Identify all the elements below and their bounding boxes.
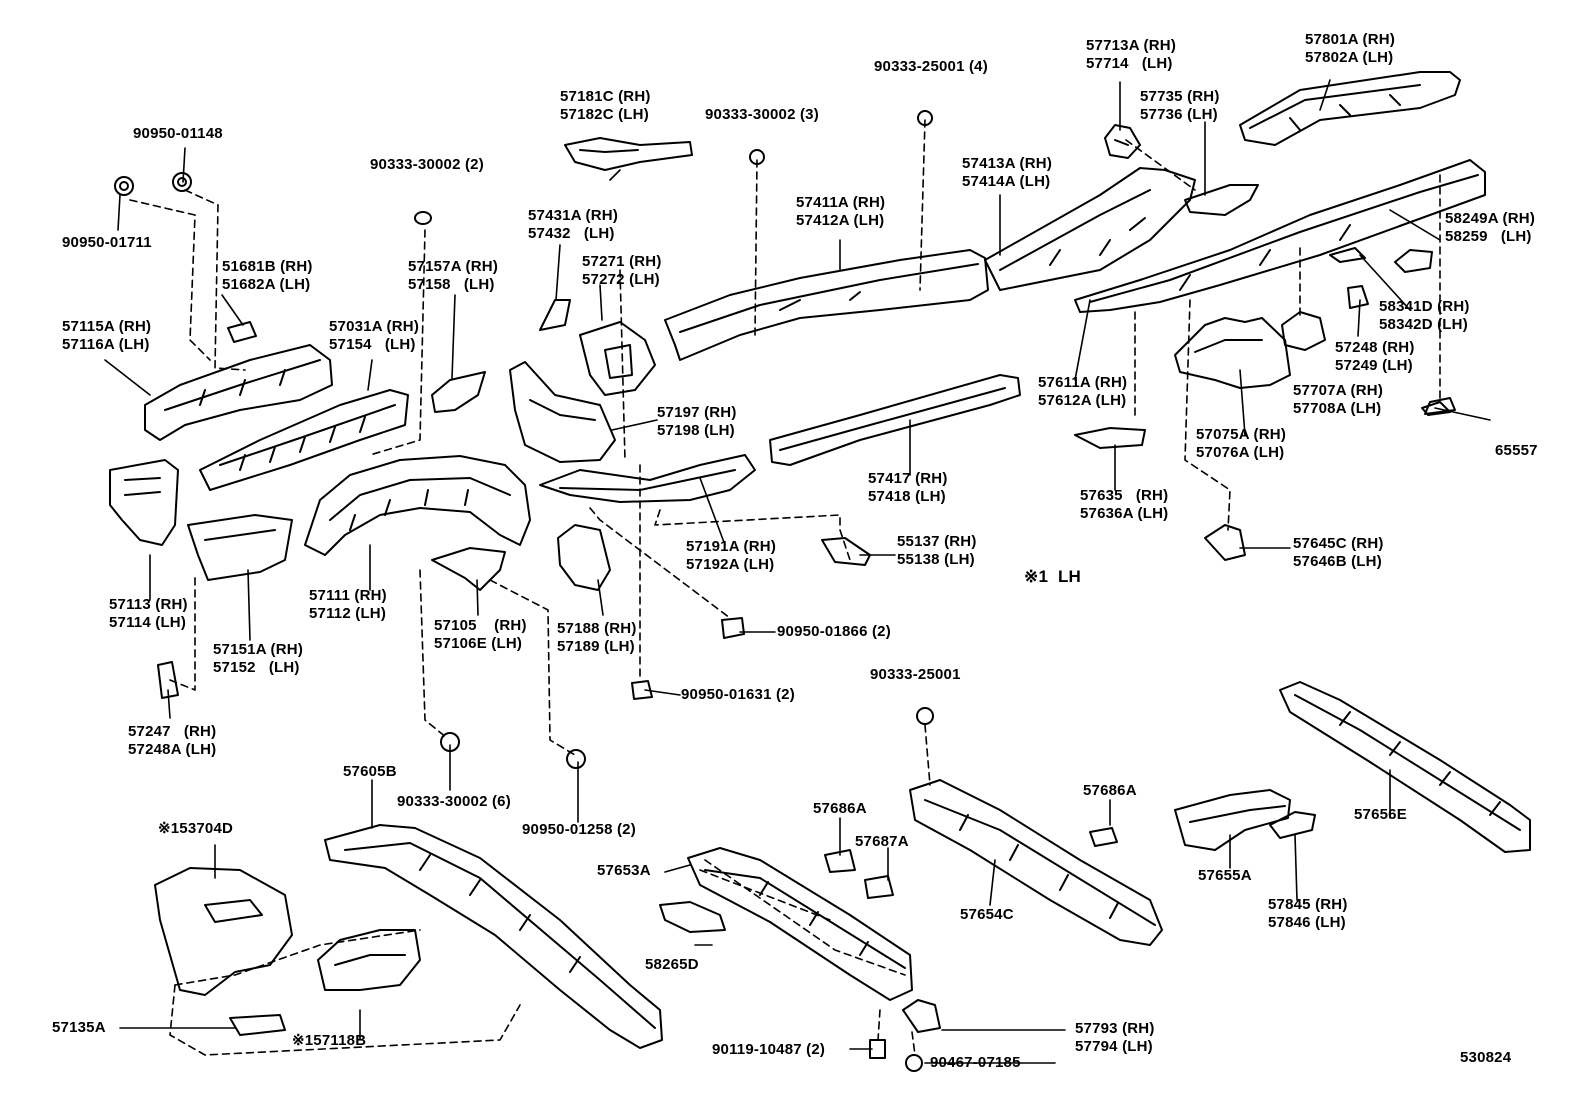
label-57105: 57105 (RH)57106E (LH)	[434, 617, 527, 652]
label-57793: 57793 (RH)57794 (LH)	[1075, 1020, 1155, 1055]
label-57655a: 57655A	[1198, 867, 1252, 884]
label-57707a: 57707A (RH)57708A (LH)	[1293, 382, 1384, 417]
label-90333-25001-4: 90333-25001 (4)	[874, 58, 988, 75]
label-57413a: 57413A (RH)57414A (LH)	[962, 155, 1053, 190]
label-90119-10487: 90119-10487 (2)	[712, 1041, 826, 1058]
label-57635: 57635 (RH)57636A (LH)	[1080, 487, 1169, 522]
label-57735: 57735 (RH)57736 (LH)	[1140, 88, 1220, 123]
label-51681b: 51681B (RH)51682A (LH)	[222, 258, 313, 293]
label-57686a-1: 57686A	[813, 800, 867, 817]
label-90950-01711: 90950-01711	[62, 234, 152, 251]
label-57135a: 57135A	[52, 1019, 106, 1036]
label-57197: 57197 (RH)57198 (LH)	[657, 404, 737, 439]
label-90333-30002-3: 90333-30002 (3)	[705, 106, 819, 123]
label-57151a: 57151A (RH)57152 (LH)	[213, 641, 304, 676]
label-90333-25001: 90333-25001	[870, 666, 961, 683]
label-57188: 57188 (RH)57189 (LH)	[557, 620, 637, 655]
label-57845: 57845 (RH)57846 (LH)	[1268, 896, 1348, 931]
dashed-leaders	[129, 119, 1441, 1056]
part-outlines	[109, 71, 1531, 1049]
label-55137: 55137 (RH)55138 (LH)	[897, 533, 977, 568]
label-57115a: 57115A (RH)57116A (LH)	[62, 318, 152, 353]
label-57248-57249: 57248 (RH)57249 (LH)	[1335, 339, 1415, 374]
label-57411a: 57411A (RH)57412A (LH)	[796, 194, 886, 229]
label-90950-01631: 90950-01631 (2)	[681, 686, 795, 703]
label-57686a-2: 57686A	[1083, 782, 1137, 799]
label-57801a: 57801A (RH)57802A (LH)	[1305, 31, 1396, 66]
label-153704d: ※153704D	[158, 820, 234, 837]
label-57191a: 57191A (RH)57192A (LH)	[686, 538, 777, 573]
label-57075a: 57075A (RH)57076A (LH)	[1196, 426, 1287, 461]
label-57271: 57271 (RH)57272 (LH)	[582, 253, 662, 288]
label-57113: 57113 (RH)57114 (LH)	[109, 596, 188, 631]
label-90333-30002-6: 90333-30002 (6)	[397, 793, 511, 810]
label-57645c: 57645C (RH)57646B (LH)	[1293, 535, 1384, 570]
diagram-id: 530824	[1460, 1049, 1512, 1066]
label-57611a: 57611A (RH)57612A (LH)	[1038, 374, 1128, 409]
label-57157a: 57157A (RH)57158 (LH)	[408, 258, 499, 293]
label-note-lh: ※1 LH	[1024, 567, 1082, 586]
label-57654c: 57654C	[960, 906, 1014, 923]
label-58265d: 58265D	[645, 956, 699, 973]
label-57031a: 57031A (RH)57154 (LH)	[329, 318, 420, 353]
label-90950-01258: 90950-01258 (2)	[522, 821, 636, 838]
label-57431a: 57431A (RH)57432 (LH)	[528, 207, 619, 242]
label-157118b: ※157118B	[292, 1032, 367, 1049]
label-57656e: 57656E	[1354, 806, 1407, 823]
label-90467-07185: 90467-07185	[930, 1054, 1021, 1071]
label-57687a: 57687A	[855, 833, 909, 850]
label-57605b: 57605B	[343, 763, 397, 780]
label-57111: 57111 (RH)57112 (LH)	[309, 587, 387, 622]
label-57713a: 57713A (RH)57714 (LH)	[1086, 37, 1177, 72]
label-57247: 57247 (RH)57248A (LH)	[128, 723, 217, 758]
label-57181c: 57181C (RH)57182C (LH)	[560, 88, 651, 123]
label-58249a: 58249A (RH)58259 (LH)	[1445, 210, 1536, 245]
label-90950-01866: 90950-01866 (2)	[777, 623, 891, 640]
label-58341d: 58341D (RH)58342D (LH)	[1379, 298, 1470, 333]
label-57653a: 57653A	[597, 862, 651, 879]
hardware-nuts	[114, 110, 1456, 1072]
label-90333-30002-2: 90333-30002 (2)	[370, 156, 484, 173]
label-57417: 57417 (RH)57418 (LH)	[868, 470, 948, 505]
leader-lines	[104, 79, 1491, 1064]
label-65557: 65557	[1495, 442, 1538, 459]
label-90950-01148: 90950-01148	[133, 125, 223, 142]
